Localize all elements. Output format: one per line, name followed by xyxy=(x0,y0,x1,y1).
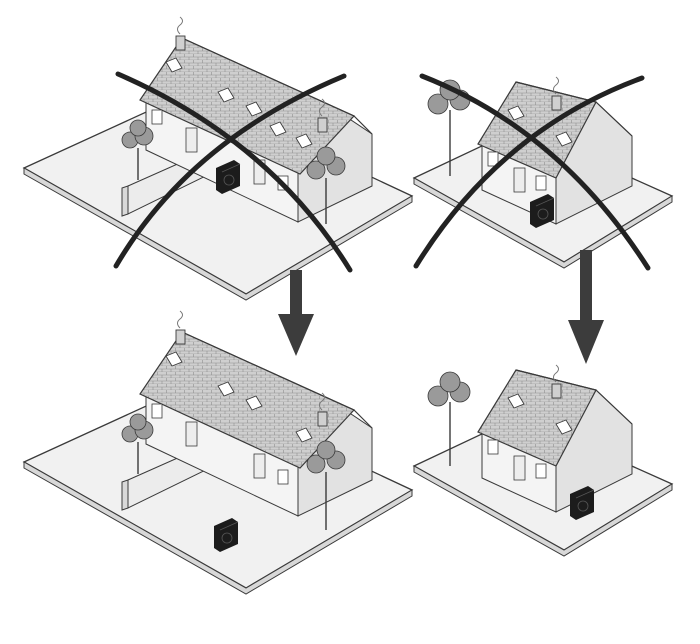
roof-ridge xyxy=(515,369,633,425)
scene-long-house-wrong xyxy=(22,16,414,301)
skylight xyxy=(507,393,525,409)
skylight xyxy=(295,427,313,443)
tree-icon xyxy=(121,413,154,474)
window xyxy=(151,403,163,419)
skylight xyxy=(165,351,183,367)
arrow-down-icon xyxy=(568,250,604,364)
skylight xyxy=(165,57,183,73)
window xyxy=(151,109,163,125)
door xyxy=(513,455,526,481)
window xyxy=(487,151,499,167)
skylight xyxy=(269,121,287,137)
arrow-down-icon xyxy=(278,270,314,356)
skylight xyxy=(245,395,263,411)
skylight xyxy=(507,105,525,121)
chimney-smoke-icon xyxy=(175,16,186,51)
ground-plate-edge xyxy=(413,465,673,557)
tree-icon xyxy=(306,146,346,224)
window xyxy=(487,439,499,455)
skylight xyxy=(555,419,573,435)
scene-small-house-wrong xyxy=(412,73,674,271)
chimney-smoke-icon xyxy=(317,98,328,133)
door xyxy=(185,421,198,447)
ground-plate-edge xyxy=(23,167,413,301)
door xyxy=(253,453,266,479)
chimney-smoke-icon xyxy=(175,310,186,345)
cross-mark-icon xyxy=(113,71,353,273)
scene-small-house-correct xyxy=(412,364,674,557)
skylight xyxy=(295,133,313,149)
heat-pump-unit-icon xyxy=(216,160,241,194)
cross-mark-icon xyxy=(413,73,651,271)
garden-wall-end xyxy=(121,479,129,511)
door xyxy=(513,167,526,193)
scene-long-house-correct xyxy=(22,310,414,595)
roof-ridge xyxy=(181,331,373,429)
tree-icon xyxy=(427,371,471,466)
window xyxy=(277,469,289,485)
skylight xyxy=(555,131,573,147)
heat-pump-unit-icon xyxy=(214,518,239,552)
chimney-smoke-icon xyxy=(317,392,328,427)
heat-pump-unit-icon xyxy=(530,194,555,228)
ground-plate-edge xyxy=(23,461,413,595)
skylight xyxy=(217,381,235,397)
heat-pump-unit-icon xyxy=(570,486,595,520)
door xyxy=(185,127,198,153)
ground-plate-edge xyxy=(413,177,673,269)
roof-ridge xyxy=(181,37,373,135)
tree-icon xyxy=(306,440,346,530)
chimney-smoke-icon xyxy=(551,76,562,111)
window xyxy=(535,175,547,191)
chimney-smoke-icon xyxy=(551,364,562,399)
garden-wall-end xyxy=(121,185,129,217)
skylight xyxy=(217,87,235,103)
roof-ridge xyxy=(515,81,633,137)
window xyxy=(535,463,547,479)
tree-icon xyxy=(121,119,154,180)
skylight xyxy=(245,101,263,117)
